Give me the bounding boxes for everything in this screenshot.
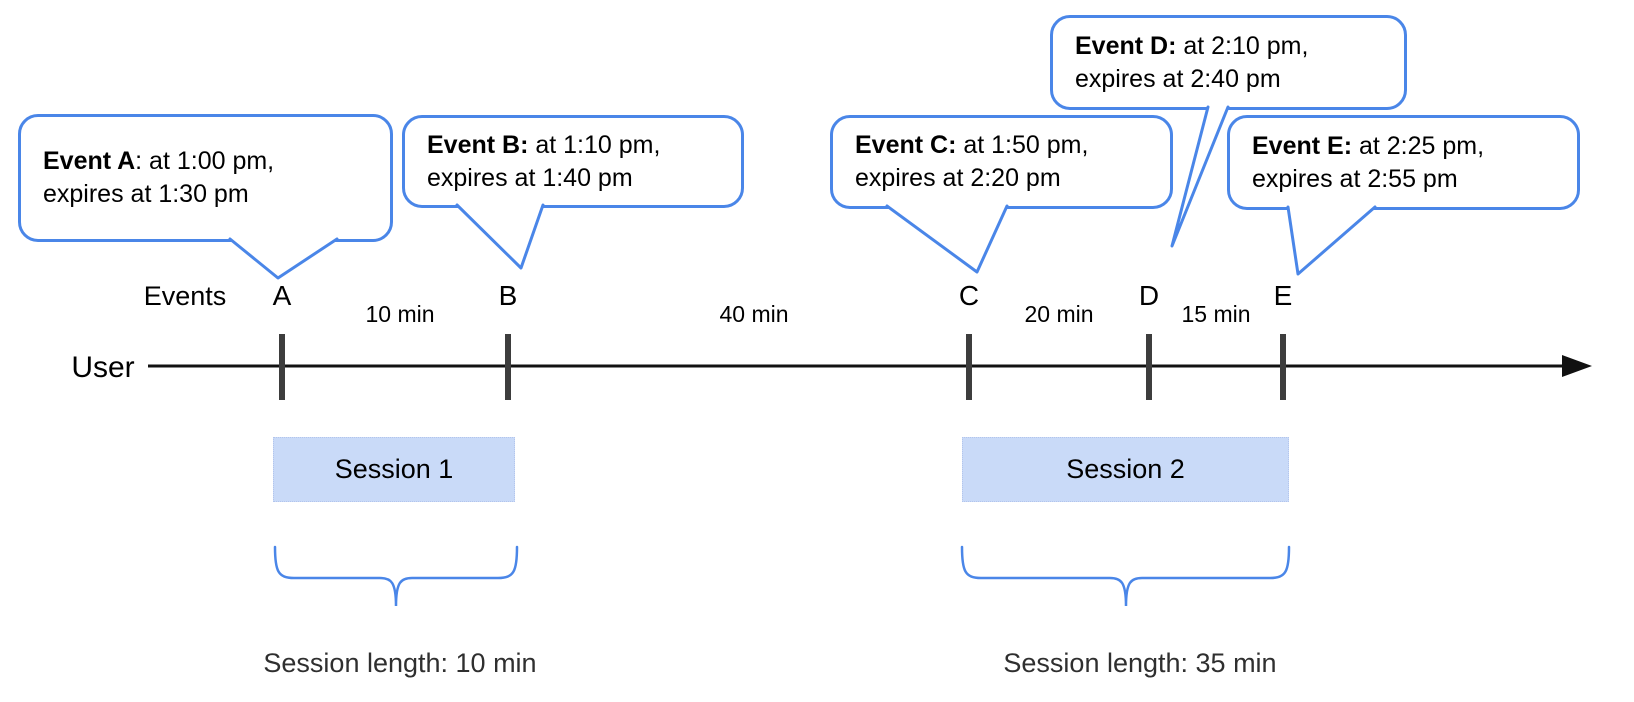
bubble-tail-b [455, 203, 545, 270]
session-2-length-caption: Session length: 35 min [1003, 648, 1277, 678]
event-e-title: Event E: [1252, 131, 1353, 160]
event-e-line1: Event E: at 2:25 pm, [1252, 130, 1577, 163]
event-c-title: Event C: [855, 131, 957, 159]
event-b-line1: Event B: at 1:10 pm, [427, 129, 741, 162]
bubble-tail-e [1286, 205, 1377, 276]
tick-label-e: E [1273, 280, 1293, 311]
event-d-line1: Event D: at 2:10 pm, [1075, 30, 1404, 63]
interval-label-ab: 10 min [365, 301, 435, 327]
session-1-bar: Session 1 [273, 437, 515, 502]
bubble-tail-d [1170, 105, 1230, 248]
event-b-time: at 1:10 pm, [528, 130, 661, 159]
session-2-label: Session 2 [1066, 454, 1185, 484]
tick-label-a: A [272, 280, 292, 311]
tick-label-c: C [958, 280, 980, 311]
event-b-title: Event B: [427, 130, 529, 159]
session-2-brace [960, 545, 1291, 607]
event-a-expiry: expires at 1:30 pm [43, 180, 249, 208]
tick-label-d: D [1138, 280, 1160, 311]
session-1-label: Session 1 [334, 454, 454, 484]
events-row-label: Events [143, 281, 227, 311]
event-a-line1: Event A: at 1:00 pm, [43, 145, 390, 178]
event-bubble-b: Event B: at 1:10 pm, expires at 1:40 pm [402, 115, 744, 208]
session-1-length-caption: Session length: 10 min [263, 648, 537, 678]
session-2-bar: Session 2 [962, 437, 1289, 502]
bubble-tail-c [885, 204, 1009, 274]
event-d-time: at 2:10 pm, [1176, 31, 1309, 60]
event-bubble-d: Event D: at 2:10 pm, expires at 2:40 pm [1050, 15, 1407, 110]
interval-label-de: 15 min [1181, 301, 1251, 327]
arrow-right-icon [1562, 355, 1592, 377]
event-a-time: : at 1:00 pm, [135, 147, 275, 175]
event-a-title: Event A [43, 147, 136, 175]
interval-label-cd: 20 min [1024, 301, 1094, 327]
tick-label-b: B [498, 280, 518, 311]
session-1-brace [273, 545, 519, 607]
event-bubble-a: Event A: at 1:00 pm, expires at 1:30 pm [18, 114, 393, 242]
interval-label-bc: 40 min [719, 301, 789, 327]
event-c-line1: Event C: at 1:50 pm, [855, 129, 1170, 162]
event-e-time: at 2:25 pm, [1352, 131, 1485, 160]
event-c-time: at 1:50 pm, [956, 131, 1089, 159]
event-e-expiry: expires at 2:55 pm [1252, 164, 1458, 193]
event-bubble-e: Event E: at 2:25 pm, expires at 2:55 pm [1227, 115, 1580, 210]
event-bubble-c: Event C: at 1:50 pm, expires at 2:20 pm [830, 115, 1173, 209]
event-d-title: Event D: [1075, 31, 1177, 60]
bubble-tail-a [228, 237, 339, 280]
event-b-expiry: expires at 1:40 pm [427, 163, 633, 192]
user-axis-label: User [71, 351, 135, 384]
event-c-expiry: expires at 2:20 pm [855, 164, 1061, 192]
event-d-expiry: expires at 2:40 pm [1075, 64, 1281, 93]
